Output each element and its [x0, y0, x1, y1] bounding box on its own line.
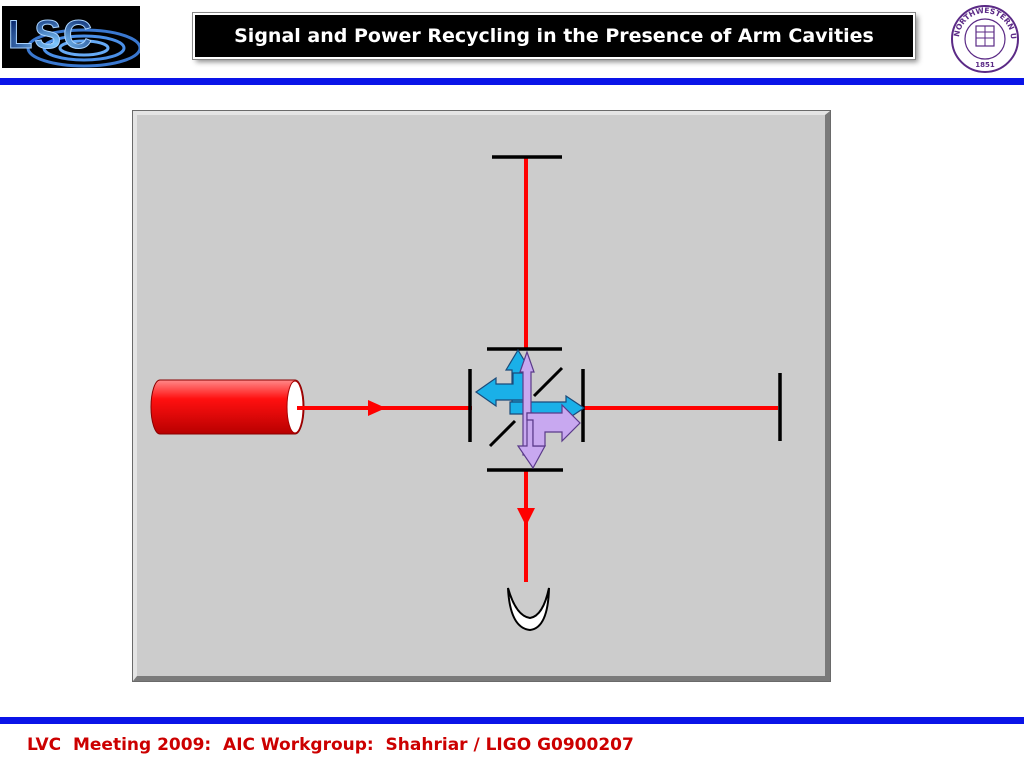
output-beam-arrowhead — [517, 508, 535, 526]
lsc-logo-icon: LSC — [2, 6, 140, 68]
lavender-arrow-down — [516, 403, 581, 470]
northwestern-seal-icon: NORTHWESTERN UNIVERSITY 1851 — [950, 4, 1019, 73]
slide-title: Signal and Power Recycling in the Presen… — [192, 12, 916, 60]
laser-source — [150, 379, 305, 435]
laser-beams — [297, 158, 778, 582]
seal-year: 1851 — [975, 61, 995, 69]
footer-rule — [0, 717, 1024, 724]
input-beam-arrowhead — [368, 400, 386, 416]
beam-splitter — [488, 366, 564, 448]
lsc-logo-text: LSC — [8, 13, 94, 57]
header-rule — [0, 78, 1024, 85]
footer-citation: LVC Meeting 2009: AIC Workgroup: Shahria… — [27, 735, 634, 755]
cyan-arrow-left — [474, 372, 526, 408]
photodetector-icon — [507, 587, 550, 632]
mirrors — [468, 155, 782, 472]
